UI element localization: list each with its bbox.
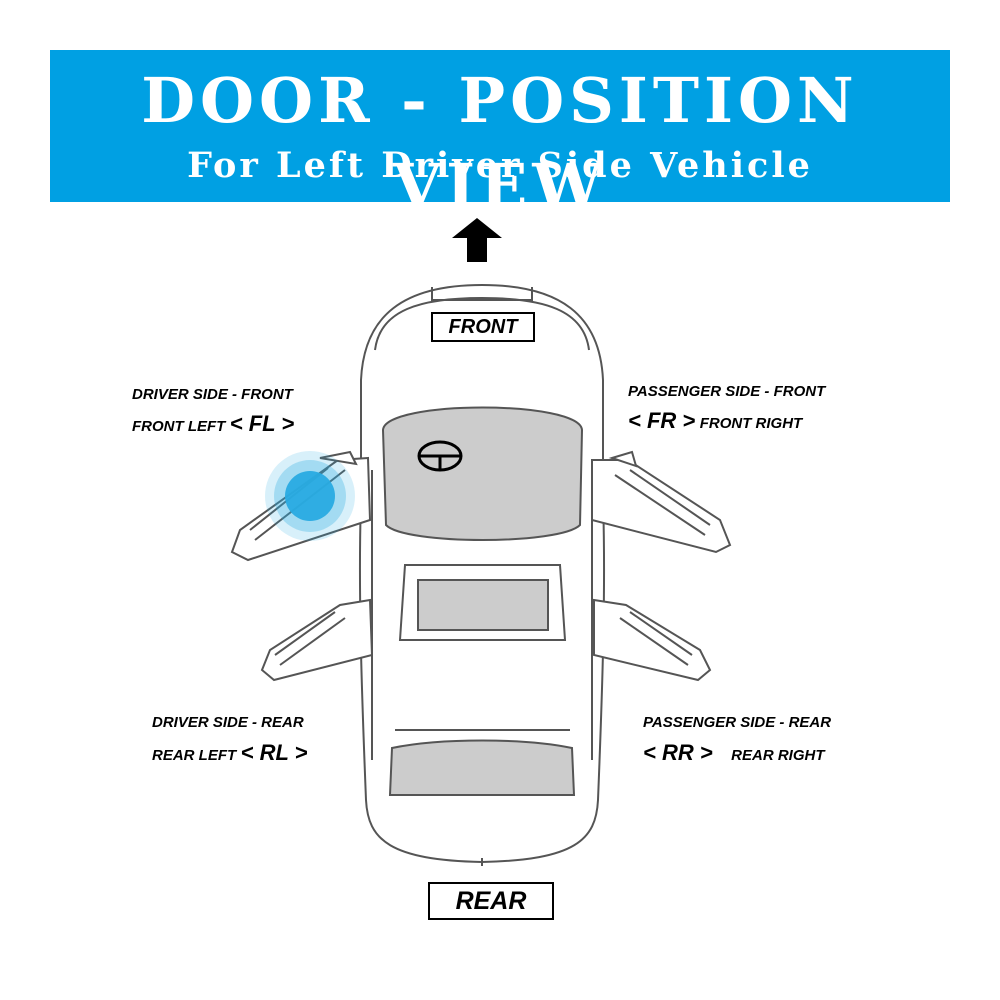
rear-window-glass (388, 739, 576, 796)
rl-code: < RL > (240, 740, 308, 765)
fl-prefix: FRONT LEFT (132, 418, 226, 435)
sunroof-glass (417, 579, 549, 631)
header-banner: DOOR - POSITION VIEW For Left Driver Sid… (50, 50, 950, 223)
front-label: FRONT (431, 312, 535, 342)
rr-code: < RR > (643, 740, 713, 765)
door-front-right (591, 450, 732, 554)
rr-side-label: PASSENGER SIDE - REAR (643, 714, 832, 731)
rl-side-label: DRIVER SIDE - REAR (152, 714, 304, 731)
page-subtitle: For Left Driver Side Vehicle (187, 145, 813, 186)
page-title: DOOR - POSITION VIEW (141, 64, 859, 223)
rear-label: REAR (428, 882, 554, 920)
fr-suffix: FRONT RIGHT (699, 415, 803, 432)
fl-side-label: DRIVER SIDE - FRONT (132, 386, 293, 403)
fr-position-label: < FR > FRONT RIGHT (628, 408, 802, 434)
rr-suffix: REAR RIGHT (731, 747, 825, 764)
fl-code: < FL > (229, 411, 295, 436)
windshield-glass (381, 406, 584, 541)
rl-prefix: REAR LEFT (152, 747, 237, 764)
door-rear-right (593, 598, 712, 682)
steering-logo-icon (417, 440, 463, 472)
front-left-highlight-marker (265, 451, 355, 541)
rl-position-label: REAR LEFT < RL > (152, 740, 307, 766)
fl-position-label: FRONT LEFT < FL > (132, 411, 294, 437)
rr-position-label: < RR > REAR RIGHT (643, 740, 825, 766)
fr-side-label: PASSENGER SIDE - FRONT (628, 383, 826, 400)
door-rear-left (260, 598, 374, 682)
fr-code: < FR > (628, 408, 696, 433)
arrow-up-icon (452, 218, 502, 262)
